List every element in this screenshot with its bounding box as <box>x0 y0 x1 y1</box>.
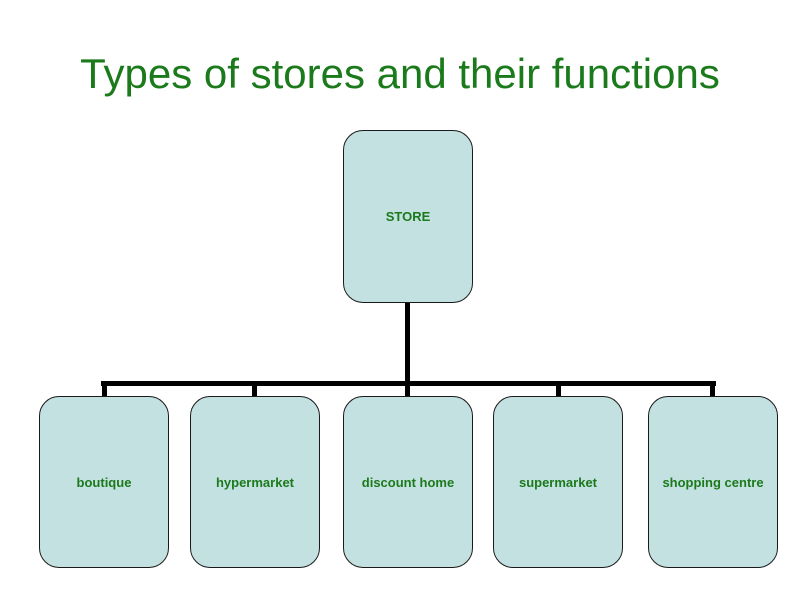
connector-root-vertical <box>405 302 410 383</box>
connector-stub-discount-home <box>405 381 410 397</box>
diagram-node-label: shopping centre <box>662 474 764 490</box>
diagram-node-label: discount home <box>361 474 455 490</box>
diagram-node-store: STORE <box>343 130 473 303</box>
connector-stub-boutique <box>102 381 107 397</box>
slide-title: Types of stores and their functions <box>80 50 720 97</box>
diagram-node-boutique: boutique <box>39 396 169 568</box>
diagram-node-shopping-centre: shopping centre <box>648 396 778 568</box>
connector-stub-supermarket <box>556 381 561 397</box>
diagram-node-label: supermarket <box>518 474 598 490</box>
connector-stub-shopping-centre <box>710 381 715 397</box>
diagram-node-label: STORE <box>385 209 431 224</box>
diagram-node-label: hypermarket <box>215 474 295 490</box>
connector-stub-hypermarket <box>252 381 257 397</box>
diagram-node-label: boutique <box>76 474 132 490</box>
diagram-node-hypermarket: hypermarket <box>190 396 320 568</box>
diagram-node-supermarket: supermarket <box>493 396 623 568</box>
diagram-node-discount-home: discount home <box>343 396 473 568</box>
